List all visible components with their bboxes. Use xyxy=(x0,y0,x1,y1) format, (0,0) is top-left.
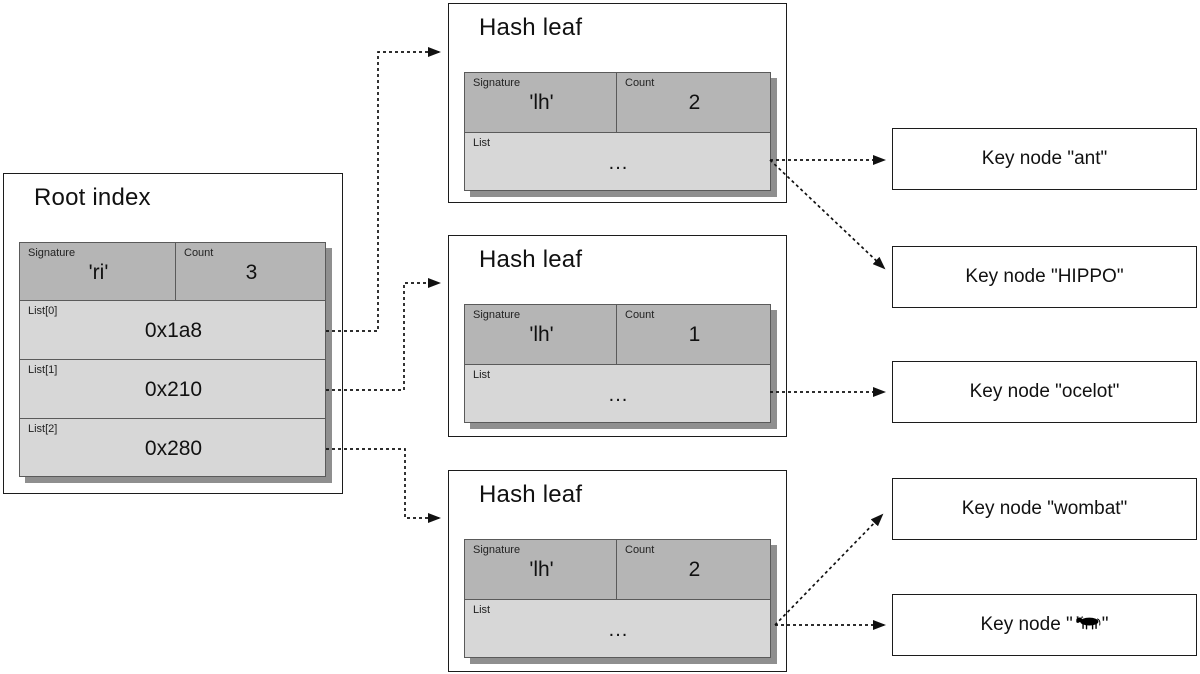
count-value: 1 xyxy=(688,323,701,346)
key-node-label: Key node "ocelot" xyxy=(969,381,1120,402)
leaf2-count-cell: Count 1 xyxy=(617,305,770,364)
count-label: Count xyxy=(625,544,655,556)
leaf1-list-row: List ... xyxy=(465,133,770,190)
hash-leaf-table-3: Signature 'lh' Count 2 List ... xyxy=(464,539,771,658)
leaf2-list-row: List ... xyxy=(465,365,770,422)
signature-value: 'ri' xyxy=(88,261,109,284)
count-label: Count xyxy=(625,77,655,89)
hash-leaf-table-1: Signature 'lh' Count 2 List ... xyxy=(464,72,771,191)
leaf1-list-cell: List ... xyxy=(465,133,770,190)
root-signature-cell: Signature 'ri' xyxy=(20,243,176,300)
leaf1-header-row: Signature 'lh' Count 2 xyxy=(465,73,770,133)
count-value: 2 xyxy=(688,91,701,114)
leaf3-list-cell: List ... xyxy=(465,600,770,657)
signature-label: Signature xyxy=(28,247,76,259)
cow-icon xyxy=(1075,614,1101,636)
count-value: 3 xyxy=(245,261,258,284)
leaf3-count-cell: Count 2 xyxy=(617,540,770,599)
list0-label: List[0] xyxy=(28,304,58,317)
root-index-title: Root index xyxy=(34,184,151,211)
signature-label: Signature xyxy=(473,309,521,321)
root-list-row-1: List[1] 0x210 xyxy=(20,359,325,418)
hash-leaf-box-2: Hash leaf Signature 'lh' Count 1 List ..… xyxy=(448,235,787,437)
root-list-cell-0: List[0] 0x1a8 xyxy=(20,301,325,359)
count-value: 2 xyxy=(688,558,701,581)
list1-value: 0x210 xyxy=(144,378,203,401)
key-node-label: Key node "ant" xyxy=(981,148,1108,169)
key-node-label: Key node "HIPPO" xyxy=(965,266,1124,287)
arrow-leaf1-to-hippo xyxy=(769,159,886,270)
key-node-label-prefix: Key node " xyxy=(980,614,1073,635)
root-count-cell: Count 3 xyxy=(176,243,325,300)
hash-leaf-table-2: Signature 'lh' Count 1 List ... xyxy=(464,304,771,423)
hash-leaf-title: Hash leaf xyxy=(479,481,583,508)
list-label: List xyxy=(473,137,491,149)
root-list-cell-1: List[1] 0x210 xyxy=(20,360,325,418)
signature-value: 'lh' xyxy=(529,91,554,114)
leaf1-count-cell: Count 2 xyxy=(617,73,770,132)
root-list-row-0: List[0] 0x1a8 xyxy=(20,300,325,359)
leaf2-header-row: Signature 'lh' Count 1 xyxy=(465,305,770,365)
hash-leaf-title: Hash leaf xyxy=(479,246,583,273)
signature-label: Signature xyxy=(473,544,521,556)
hash-leaf-box-1: Hash leaf Signature 'lh' Count 2 List ..… xyxy=(448,3,787,203)
signature-value: 'lh' xyxy=(529,323,554,346)
leaf3-list-row: List ... xyxy=(465,600,770,657)
list-ellipsis: ... xyxy=(608,619,629,641)
leaf1-signature-cell: Signature 'lh' xyxy=(465,73,617,132)
key-node-cow: Key node " " xyxy=(892,594,1197,656)
hash-leaf-box-3: Hash leaf Signature 'lh' Count 2 List ..… xyxy=(448,470,787,672)
list-ellipsis: ... xyxy=(608,152,629,174)
root-list-row-2: List[2] 0x280 xyxy=(20,417,325,477)
root-index-table: Signature 'ri' Count 3 List[0] 0x1a8 Lis… xyxy=(19,242,326,477)
key-node-label: Key node "wombat" xyxy=(961,498,1128,519)
list0-value: 0x1a8 xyxy=(144,318,203,342)
signature-value: 'lh' xyxy=(529,558,554,581)
key-node-hippo: Key node "HIPPO" xyxy=(892,246,1197,308)
count-label: Count xyxy=(184,247,214,259)
list1-label: List[1] xyxy=(28,364,58,376)
leaf2-list-cell: List ... xyxy=(465,365,770,422)
signature-label: Signature xyxy=(473,77,521,89)
hash-leaf-title: Hash leaf xyxy=(479,14,583,41)
root-header-row: Signature 'ri' Count 3 xyxy=(20,243,325,301)
list-label: List xyxy=(473,369,491,381)
arrow-leaf3-to-wombat xyxy=(774,513,884,626)
list-label: List xyxy=(473,604,491,616)
count-label: Count xyxy=(625,309,655,321)
key-node-wombat: Key node "wombat" xyxy=(892,478,1197,540)
key-node-ocelot: Key node "ocelot" xyxy=(892,361,1197,423)
root-index-box: Root index Signature 'ri' Count 3 List[0… xyxy=(3,173,343,494)
root-list-cell-2: List[2] 0x280 xyxy=(20,419,325,477)
list2-value: 0x280 xyxy=(144,436,203,460)
list-ellipsis: ... xyxy=(608,384,629,406)
list2-label: List[2] xyxy=(28,422,58,435)
key-node-ant: Key node "ant" xyxy=(892,128,1197,190)
leaf2-signature-cell: Signature 'lh' xyxy=(465,305,617,364)
leaf3-signature-cell: Signature 'lh' xyxy=(465,540,617,599)
leaf3-header-row: Signature 'lh' Count 2 xyxy=(465,540,770,600)
key-node-label-suffix: " xyxy=(1101,614,1109,635)
